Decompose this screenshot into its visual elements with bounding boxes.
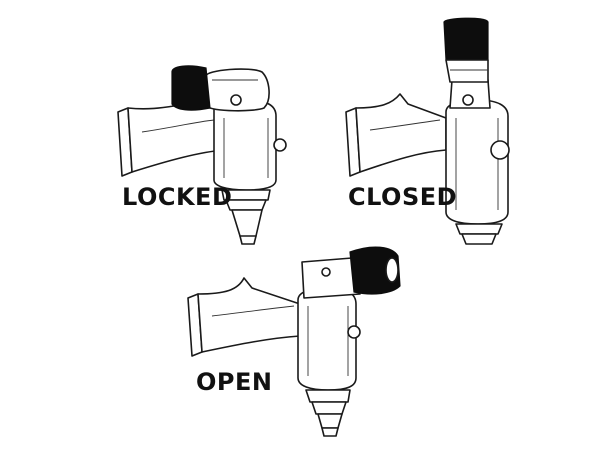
faucet-illustration-closed: [345, 17, 510, 245]
faucet-illustration-locked: [117, 65, 287, 245]
label-locked: LOCKED: [122, 183, 232, 211]
panel-locked: LOCKED: [117, 65, 287, 245]
label-open: OPEN: [196, 368, 272, 396]
panel-closed: CLOSED: [345, 17, 510, 245]
panel-open: OPEN: [187, 246, 401, 437]
faucet-illustration-open: [187, 246, 401, 437]
label-closed: CLOSED: [348, 183, 457, 211]
